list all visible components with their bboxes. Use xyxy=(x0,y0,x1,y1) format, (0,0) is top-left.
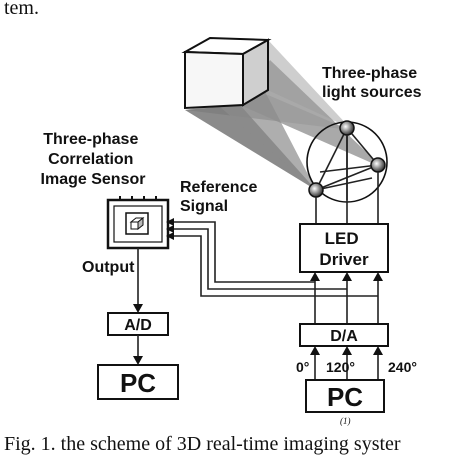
led-supply-wires xyxy=(315,135,379,224)
led-driver-box xyxy=(299,223,389,273)
led-right-icon xyxy=(370,157,386,173)
led-left-icon xyxy=(308,182,324,198)
pc-left-box xyxy=(97,364,179,400)
image-sensor xyxy=(106,196,170,250)
light-sources-label: Three-phase light sources xyxy=(322,65,422,101)
ad-label: A/D xyxy=(124,317,152,334)
pc-left-label: PC xyxy=(120,368,156,398)
top-fragment-text: tem. xyxy=(4,0,39,19)
da-converter-box xyxy=(299,323,389,347)
pc-right-box xyxy=(305,379,385,413)
da-output-wires xyxy=(310,272,383,324)
figure-caption: Fig. 1. the scheme of 3D real-time imagi… xyxy=(4,433,401,455)
phase-label-240: 240° xyxy=(388,359,417,375)
output-label: Output xyxy=(82,259,135,276)
led-driver-label: LED Driver xyxy=(319,229,369,269)
pc-right-label: PC xyxy=(327,382,363,412)
small-mark: (1) xyxy=(340,416,351,426)
pc-to-da-wires xyxy=(310,346,383,380)
phase-label-0: 0° xyxy=(296,359,309,375)
cube-object xyxy=(181,36,272,110)
led-top-icon xyxy=(339,120,355,136)
reference-signal-label: Reference Signal xyxy=(180,179,262,215)
phase-label-120: 120° xyxy=(326,359,355,375)
sensor-label: Three-phase Correlation Image Sensor xyxy=(41,131,146,188)
da-label: D/A xyxy=(330,328,358,345)
reference-signal-wires xyxy=(166,218,378,297)
